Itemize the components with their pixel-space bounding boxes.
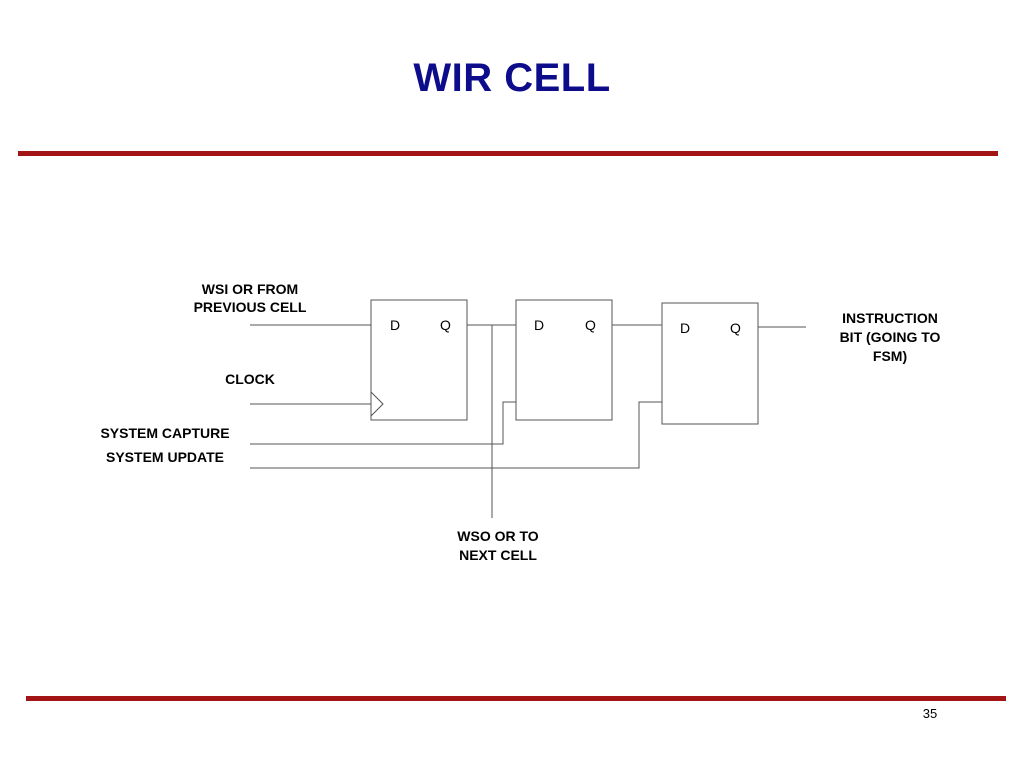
flip-flop-2 — [515, 299, 613, 421]
instruction-label-line1: INSTRUCTION — [842, 310, 938, 326]
flip-flop-2-q: Q — [585, 317, 596, 333]
flip-flop-3-q: Q — [730, 320, 741, 336]
instruction-label-line2: BIT (GOING TO — [840, 329, 941, 345]
system-capture-wire — [250, 401, 516, 445]
wso-label-line2: NEXT CELL — [459, 547, 537, 563]
flip-flop-2-d: D — [534, 317, 544, 333]
flip-flop-1-d: D — [390, 317, 400, 333]
instruction-label-line3: FSM) — [873, 348, 907, 364]
flip-flop-1-q: Q — [440, 317, 451, 333]
top-divider — [18, 151, 998, 156]
flip-flop-1 — [370, 299, 468, 421]
slide-title: WIR CELL — [413, 56, 611, 100]
wso-label-line1: WSO OR TO — [457, 528, 539, 544]
clock-edge-triangle — [370, 391, 384, 417]
system-update-wire — [250, 401, 662, 469]
wsi-label-line2: PREVIOUS CELL — [194, 299, 307, 315]
flip-flop-3-d: D — [680, 320, 690, 336]
bottom-divider — [26, 696, 1006, 701]
system-update-label: SYSTEM UPDATE — [106, 449, 224, 465]
system-capture-label: SYSTEM CAPTURE — [100, 425, 229, 441]
page-number: 35 — [922, 706, 938, 721]
wsi-label-line1: WSI OR FROM — [202, 281, 298, 297]
flip-flop-3 — [661, 302, 759, 425]
clock-label: CLOCK — [225, 371, 275, 387]
